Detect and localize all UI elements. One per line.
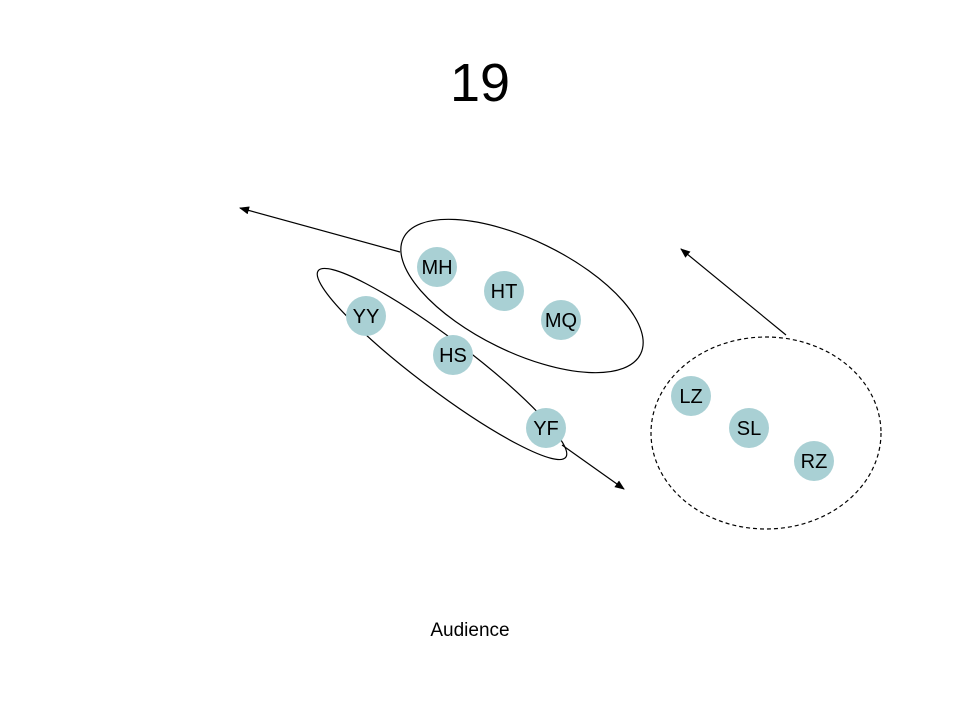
performer-lz: LZ (671, 376, 711, 416)
performer-mq: MQ (541, 300, 581, 340)
performer-sl: SL (729, 408, 769, 448)
movement-arrow-top-left (239, 206, 401, 253)
svg-text:SL: SL (737, 418, 761, 440)
performer-ht: HT (484, 271, 524, 311)
performer-yy: YY (346, 296, 386, 336)
audience-label: Audience (430, 620, 510, 641)
group-outline-top (400, 218, 644, 374)
svg-text:MH: MH (421, 257, 452, 279)
performer-yf: YF (526, 408, 566, 448)
svg-text:RZ: RZ (801, 451, 828, 473)
svg-text:HS: HS (439, 345, 467, 367)
group-outline-dashed (650, 336, 882, 530)
svg-text:YY: YY (353, 306, 380, 328)
movement-arrow-right-group (680, 248, 787, 336)
svg-text:HT: HT (491, 281, 518, 303)
svg-text:MQ: MQ (545, 310, 577, 332)
performer-mh: MH (417, 247, 457, 287)
svg-text:YF: YF (533, 418, 559, 440)
slide-title: 19 (449, 53, 511, 113)
performer-hs: HS (433, 335, 473, 375)
movement-arrow-lower-right (561, 444, 625, 490)
svg-text:LZ: LZ (679, 386, 702, 408)
performer-rz: RZ (794, 441, 834, 481)
